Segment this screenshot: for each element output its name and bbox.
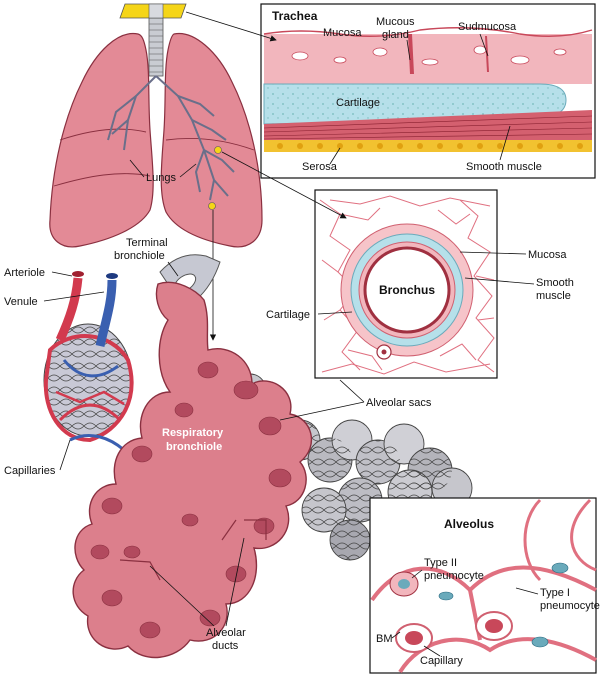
venule-label: Venule	[4, 296, 38, 308]
mucous-gland-duct	[408, 34, 414, 74]
arteriole-label: Arteriole	[4, 267, 45, 279]
alveolar-ducts-label-1: Alveolar	[206, 627, 246, 639]
respiratory-bronchiole-label-1: Respiratory	[162, 427, 224, 439]
lungs-label: Lungs	[146, 172, 176, 184]
serosa-label: Serosa	[302, 161, 338, 173]
bronchus-panel	[314, 189, 498, 379]
bronchiole-marker	[208, 202, 216, 210]
mucous-gland-label-1: Mucous	[376, 16, 415, 28]
alveolus-panel	[369, 497, 597, 674]
submucosa-label: Sudmucosa	[458, 21, 517, 33]
trachea-title: Trachea	[272, 9, 318, 23]
acinus-illustration	[43, 254, 473, 659]
capillary-label: Capillary	[420, 655, 463, 667]
bronchus-smooth-label-1: Smooth	[536, 277, 574, 289]
trachea-serosa	[264, 140, 592, 152]
bronchus-marker	[214, 146, 222, 154]
bronchus-lumen	[363, 246, 451, 334]
bronchus-cartilage-label: Cartilage	[266, 309, 310, 321]
respiratory-bronchiole-label-2: bronchiole	[166, 441, 222, 453]
type-i-label-2: pneumocyte	[540, 600, 600, 612]
bronchus-smooth-label-2: muscle	[536, 290, 571, 302]
bronchus-title: Bronchus	[379, 283, 435, 297]
trachea-tube	[148, 17, 164, 77]
venule-vessel	[95, 279, 117, 348]
trachea-panel	[260, 3, 596, 179]
type-i-label-1: Type I	[540, 587, 570, 599]
capillary-bed	[43, 323, 134, 452]
trachea-cartilage-label: Cartilage	[336, 97, 380, 109]
alveolar-sacs-label: Alveolar sacs	[366, 397, 432, 409]
lungs-illustration	[49, 3, 263, 248]
bm-label: BM	[376, 633, 393, 645]
terminal-bronchiole-label-1: Terminal	[126, 237, 168, 249]
respiratory-bronchiole	[72, 281, 313, 659]
type-ii-label-1: Type II	[424, 557, 457, 569]
terminal-bronchiole-label-2: bronchiole	[114, 250, 165, 262]
trachea-mucosa-label: Mucosa	[323, 27, 362, 39]
arteriole-vessel	[55, 277, 83, 342]
bronchus-mucosa-label: Mucosa	[528, 249, 567, 261]
right-lung	[49, 32, 154, 248]
alveolus-title: Alveolus	[444, 517, 494, 531]
type-ii-label-2: pneumocyte	[424, 570, 484, 582]
alveolar-ducts-label-2: ducts	[212, 640, 239, 652]
mucous-gland-label-2: gland	[382, 29, 409, 41]
bronchial-tree	[107, 75, 235, 201]
smooth-muscle-trachea-label: Smooth muscle	[466, 161, 542, 173]
capillaries-label: Capillaries	[4, 465, 56, 477]
